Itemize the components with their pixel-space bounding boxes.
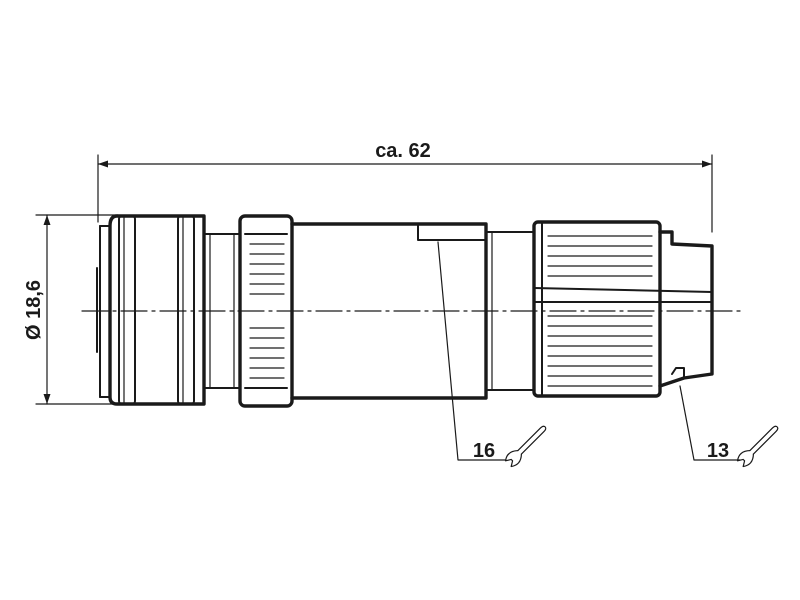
diameter-dimension: Ø 18,6 <box>23 214 119 405</box>
connector-body <box>290 222 535 400</box>
callout-16-label: 16 <box>473 440 495 462</box>
callout-13-label: 13 <box>707 440 729 462</box>
cable-clamp <box>532 220 714 398</box>
diameter-label: Ø 18,6 <box>23 280 45 340</box>
length-dimension: ca. 62 <box>97 140 713 233</box>
wrench-icon <box>736 425 779 468</box>
socket-front <box>96 214 206 406</box>
callout-13: 13 <box>679 385 779 468</box>
overall-length-label: ca. 62 <box>375 140 431 162</box>
connector-neck <box>203 233 241 389</box>
knurled-nut <box>238 214 294 408</box>
callout-16: 16 <box>437 241 547 468</box>
wrench-icon <box>504 425 547 468</box>
